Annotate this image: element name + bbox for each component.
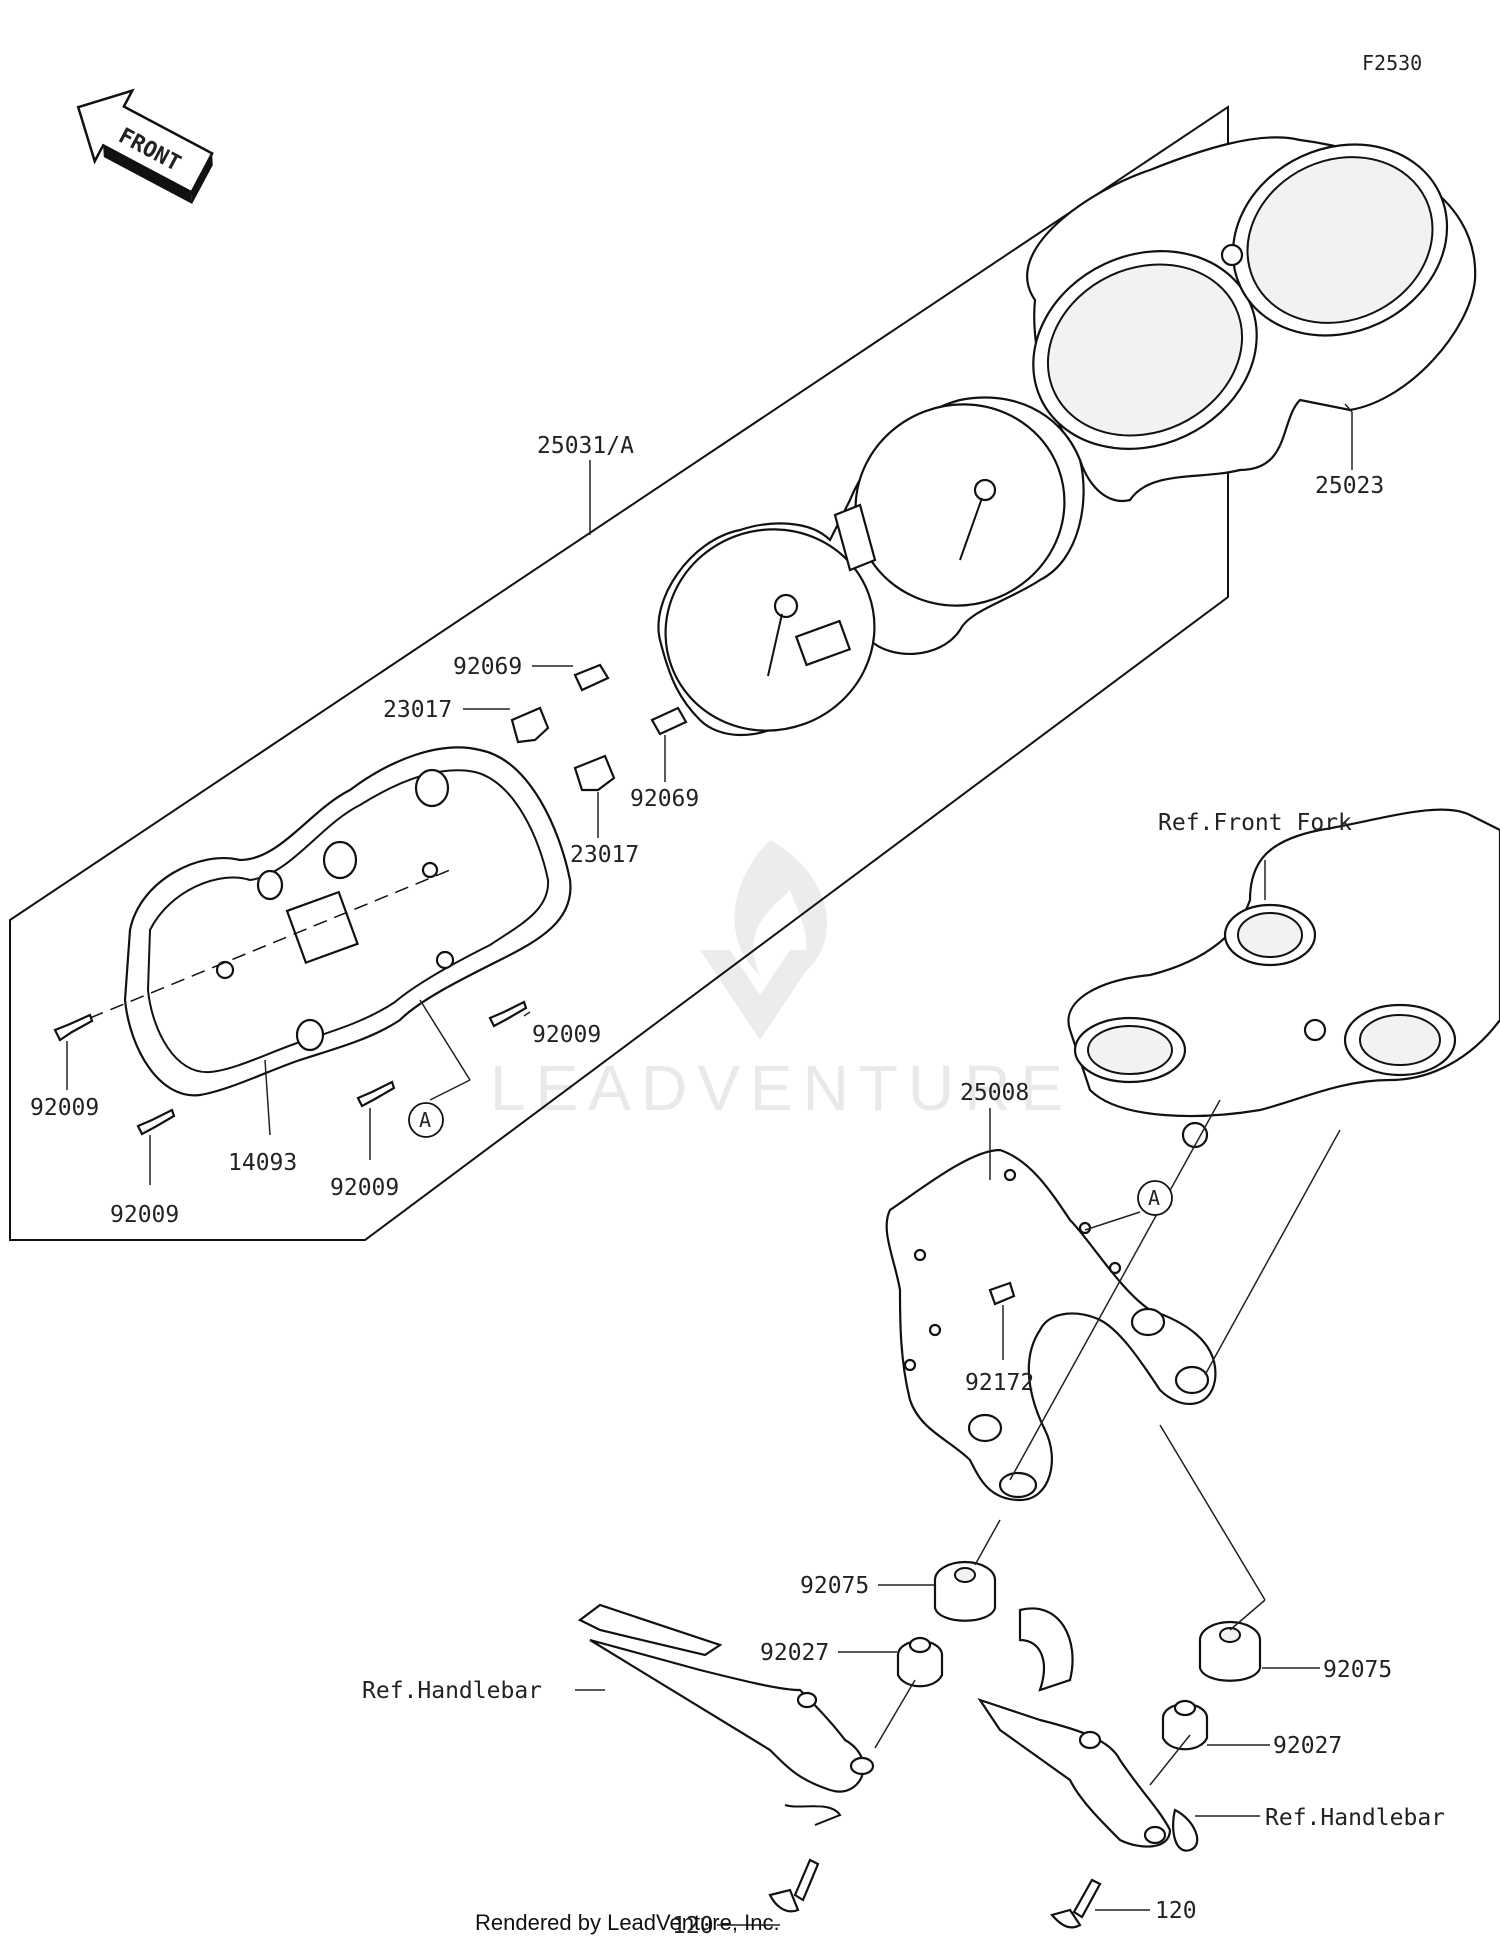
label-damper-right: 92075: [1323, 1657, 1392, 1683]
label-cover: 25023: [1315, 473, 1384, 499]
label-case: 14093: [228, 1150, 297, 1176]
leader-lines: [66, 403, 1353, 1926]
label-screw-case-right: 92009: [532, 1022, 601, 1048]
diagram-code: F2530: [1362, 51, 1422, 75]
label-bulb-lower: 92069: [630, 786, 699, 812]
label-bolt-bracket: 92172: [965, 1370, 1034, 1396]
bulb-upper: [573, 663, 610, 692]
bolt-bracket: [988, 1281, 1016, 1306]
front-fork: [1067, 808, 1500, 1149]
label-screw-left: 92009: [30, 1095, 99, 1121]
label-bulb-upper: 92069: [453, 654, 522, 680]
label-socket-upper: 23017: [383, 697, 452, 723]
assembly-frame: [9, 105, 1229, 1241]
screw-bottom-left: [136, 1108, 176, 1136]
bolt-left: [768, 1858, 820, 1913]
label-ref-handlebar-left: Ref.Handlebar: [362, 1678, 542, 1704]
label-ref-front-fork: Ref.Front Fork: [1158, 810, 1352, 836]
label-bracket: 25008: [960, 1080, 1029, 1106]
meter-case: [123, 746, 572, 1097]
footer-credit: Rendered by LeadVenture, Inc.: [475, 1910, 780, 1935]
watermark: LEADVENTURE: [490, 840, 1073, 1124]
front-arrow: FRONT: [76, 88, 214, 204]
screw-bottom-mid: [356, 1080, 396, 1108]
label-bolt-right: 120: [1155, 1898, 1197, 1924]
handlebar-bracket-right: [977, 1607, 1199, 1852]
meter-unit: [657, 396, 1085, 736]
callout-a-case-text: A: [419, 1108, 431, 1132]
collar-left: [896, 1636, 944, 1688]
bolt-right: [1050, 1878, 1102, 1929]
label-damper-left: 92075: [800, 1573, 869, 1599]
label-ref-handlebar-right: Ref.Handlebar: [1265, 1805, 1445, 1831]
meter-cover: [1026, 136, 1477, 503]
label-bolt-left: 120: [672, 1913, 714, 1938]
callout-a-case: A: [408, 1102, 444, 1138]
callout-a-bracket: A: [1137, 1180, 1173, 1216]
damper-left: [933, 1560, 997, 1622]
screw-left: [53, 1013, 94, 1042]
label-screw-bottom-mid: 92009: [330, 1175, 399, 1201]
socket-lower: [573, 754, 616, 792]
label-collar-right: 92027: [1273, 1733, 1342, 1759]
label-collar-left: 92027: [760, 1640, 829, 1666]
label-socket-lower: 23017: [570, 842, 639, 868]
handlebar-bracket-left: [577, 1603, 875, 1826]
damper-right: [1198, 1620, 1262, 1682]
bulb-lower: [650, 706, 688, 736]
socket-upper: [510, 706, 550, 744]
callout-a-bracket-text: A: [1148, 1186, 1160, 1210]
meter-bracket: [885, 1148, 1217, 1502]
collar-right: [1161, 1699, 1209, 1751]
label-screw-bottom-left: 92009: [110, 1202, 179, 1228]
screw-case-right: [488, 1000, 528, 1028]
label-meter-assy: 25031/A: [537, 433, 634, 459]
watermark-text: LEADVENTURE: [490, 1052, 1073, 1124]
